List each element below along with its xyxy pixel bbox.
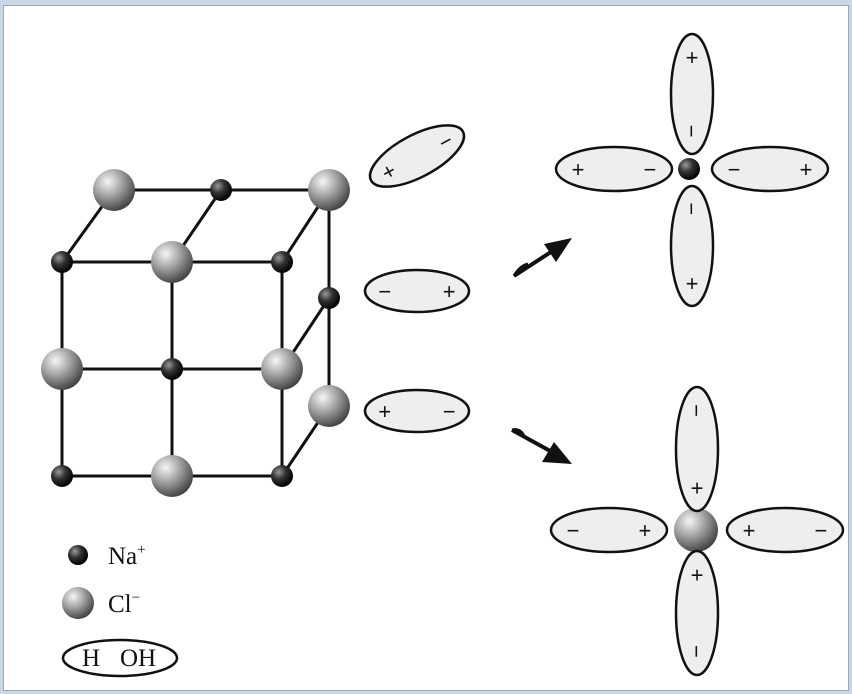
legend-water-swatch [61,638,179,678]
cl-ion [93,169,135,211]
minus-sign: − [567,518,580,543]
legend-cl-swatch [62,587,94,619]
na-ion [51,251,73,273]
water-dipole: +− [725,506,845,554]
water-dipole: +− [674,549,720,677]
minus-sign: − [728,157,741,182]
cl-ion [261,348,303,390]
na-ion [161,358,183,380]
water-dipole: −+ [710,145,830,193]
cl-ion [151,455,193,497]
arrow-to-hydrated-na [512,238,572,278]
figure-frame: +−−++−+−−++−−+−++−−++− Na+ Cl− H OH [3,5,849,691]
plus-sign: + [691,475,704,500]
na-ion [678,158,700,180]
legend-na-label: Na+ [108,542,146,570]
nacl-dissolution-diagram: +−−++−+−−++−−+−++−−++− Na+ Cl− H OH [41,32,845,678]
minus-sign: − [679,202,704,215]
na-ion [51,465,73,487]
cl-ion [674,508,718,552]
lattice-ions [41,158,718,552]
plus-sign: + [378,399,391,424]
na-ion [271,251,293,273]
legend-water-oh: OH [120,645,156,672]
minus-sign: − [684,404,709,417]
legend-na-swatch [68,545,88,565]
cl-ion [41,348,83,390]
minus-sign: − [443,399,456,424]
arrow-to-hydrated-cl [511,428,572,464]
water-dipole: +− [368,124,466,188]
na-ion [271,465,293,487]
plus-sign: + [686,45,699,70]
na-ion [210,179,232,201]
cl-ion [151,241,193,283]
minus-sign: − [679,125,704,138]
cl-ion [308,385,350,427]
water-dipole: +− [554,145,674,193]
plus-sign: + [686,271,699,296]
plus-sign: + [743,518,756,543]
cl-ion [308,169,350,211]
water-dipoles: +−−++−+−−++−−+−++−−++− [363,32,845,677]
legend: Na+ Cl− H OH [61,542,179,678]
minus-sign: − [378,279,391,304]
legend-cl-label: Cl− [108,590,140,618]
water-dipole: −+ [363,268,471,314]
minus-sign: − [815,518,828,543]
minus-sign: − [644,157,657,182]
plus-sign: + [800,157,813,182]
water-dipole: −+ [669,184,715,308]
water-dipole: −+ [674,385,720,513]
water-dipole: +− [669,32,715,156]
plus-sign: + [639,518,652,543]
water-dipole: +− [363,388,471,434]
plus-sign: + [572,157,585,182]
minus-sign: − [684,645,709,658]
plus-sign: + [443,279,456,304]
na-ion [318,287,340,309]
crystal-lattice [60,188,331,478]
water-dipole: −+ [549,506,669,554]
legend-water-h: H [82,645,100,672]
plus-sign: + [691,563,704,588]
